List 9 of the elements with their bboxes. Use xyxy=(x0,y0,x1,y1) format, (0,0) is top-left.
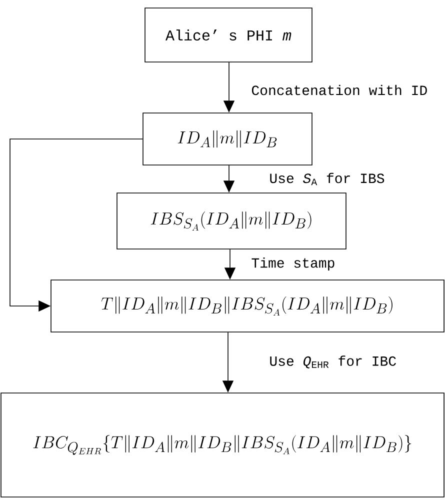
process-box: $IBS_{S_A}(ID_A \| m \| ID_B)$ xyxy=(116,192,346,250)
edge-label: Time stamp xyxy=(252,257,334,271)
edge-label: Use S$_{A}$ for IBS xyxy=(270,172,384,186)
edge-label: Concatenation with ID xyxy=(252,84,427,96)
edge-label: Use Q$_{EHR}$ for IBC xyxy=(270,356,396,368)
process-box: $T \| ID_A \| m \| ID_B \| IBS_{S_A}(ID_A \| m \| ID_B)$ xyxy=(50,280,444,332)
process-box: Alice’ s PHI m xyxy=(144,8,312,62)
process-box: $ID_A \| m \| ID_B$ xyxy=(142,112,312,166)
process-box: $IBC_{Q_{EHR}}\{T \| ID_A \| m \| ID_B \| IBS_{S_A}(ID_A \| m \| ID_B)\}$ xyxy=(0,392,444,498)
